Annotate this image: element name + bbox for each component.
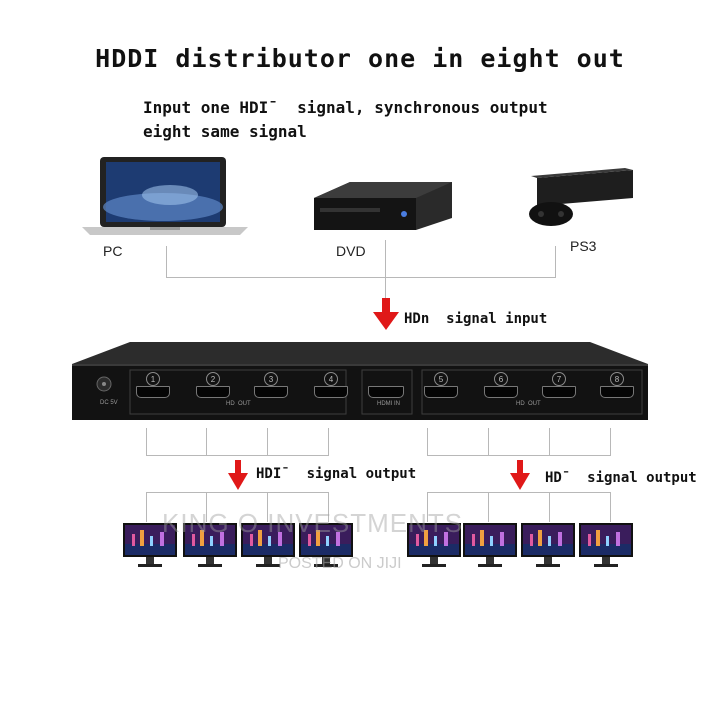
port-drop-line-6 <box>488 428 489 456</box>
port-number-8: 8 <box>610 372 624 386</box>
dvd-label: DVD <box>336 243 366 259</box>
monitor-drop-line-5 <box>427 492 428 522</box>
laptop-icon <box>82 157 248 235</box>
port-drop-line-8 <box>610 428 611 456</box>
out-label-left: HD OUT <box>226 401 251 407</box>
monitor-drop-line-8 <box>610 492 611 522</box>
port-drop-line-7 <box>549 428 550 456</box>
port-number-3: 3 <box>264 372 278 386</box>
monitor-icon <box>123 523 177 567</box>
right-upper-bus <box>427 455 611 456</box>
input-arrow-icon <box>373 298 399 330</box>
hdmi-output-port-6 <box>484 386 518 398</box>
dvd-connector-line <box>385 240 386 300</box>
monitor-drop-line-7 <box>549 492 550 522</box>
monitor-icon <box>299 523 353 567</box>
monitor-drop-line-1 <box>146 492 147 522</box>
port-number-5: 5 <box>434 372 448 386</box>
output-right-label: HD¯ signal output <box>545 470 697 486</box>
port-number-4: 4 <box>324 372 338 386</box>
monitor-icon <box>241 523 295 567</box>
monitor-icon <box>521 523 575 567</box>
output-left-arrow-icon <box>228 460 248 490</box>
hdmi-output-port-8 <box>600 386 634 398</box>
port-number-2: 2 <box>206 372 220 386</box>
monitor-drop-line-2 <box>206 492 207 522</box>
port-drop-line-2 <box>206 428 207 456</box>
port-number-7: 7 <box>552 372 566 386</box>
output-left-label: HDI¯ signal output <box>256 466 417 482</box>
dvd-player-icon <box>314 182 452 230</box>
ps3-connector-line <box>555 246 556 278</box>
hdmi-output-port-2 <box>196 386 230 398</box>
input-arrow-label: HDn signal input <box>404 311 548 327</box>
hdmi-output-port-3 <box>254 386 288 398</box>
watermark-line1: KING O INVESTMENTS <box>162 508 464 538</box>
port-number-1: 1 <box>146 372 160 386</box>
ps3-console-icon <box>529 168 633 226</box>
monitor-icon <box>183 523 237 567</box>
output-right-arrow-icon <box>510 460 530 490</box>
left-lower-bus <box>146 492 329 493</box>
out-label-right: HD OUT <box>516 401 541 407</box>
pc-label: PC <box>103 243 123 259</box>
watermark-line2: POSTED ON JIJI <box>278 555 402 572</box>
right-lower-bus <box>427 492 611 493</box>
monitor-icon <box>407 523 461 567</box>
left-upper-bus <box>146 455 329 456</box>
port-drop-line-5 <box>427 428 428 456</box>
monitor-icon <box>579 523 633 567</box>
monitor-drop-line-6 <box>488 492 489 522</box>
hdmi-input-port <box>368 386 404 398</box>
port-drop-line-4 <box>328 428 329 456</box>
in-label: HDMI IN <box>377 401 400 407</box>
port-drop-line-3 <box>267 428 268 456</box>
hdmi-output-port-1 <box>136 386 170 398</box>
ps3-label: PS3 <box>570 238 597 254</box>
monitor-drop-line-3 <box>267 492 268 522</box>
diagram-subtitle: Input one HDI¯ signal, synchronous outpu… <box>143 98 548 141</box>
port-number-6: 6 <box>494 372 508 386</box>
hdmi-output-port-5 <box>424 386 458 398</box>
port-drop-line-1 <box>146 428 147 456</box>
monitor-drop-line-4 <box>328 492 329 522</box>
pc-connector-line <box>166 246 167 278</box>
hdmi-output-port-7 <box>542 386 576 398</box>
power-label: DC 5V <box>100 400 118 406</box>
diagram-title: HDDI distributor one in eight out <box>95 44 625 73</box>
hdmi-output-port-4 <box>314 386 348 398</box>
input-bus-line <box>166 277 556 278</box>
monitor-icon <box>463 523 517 567</box>
